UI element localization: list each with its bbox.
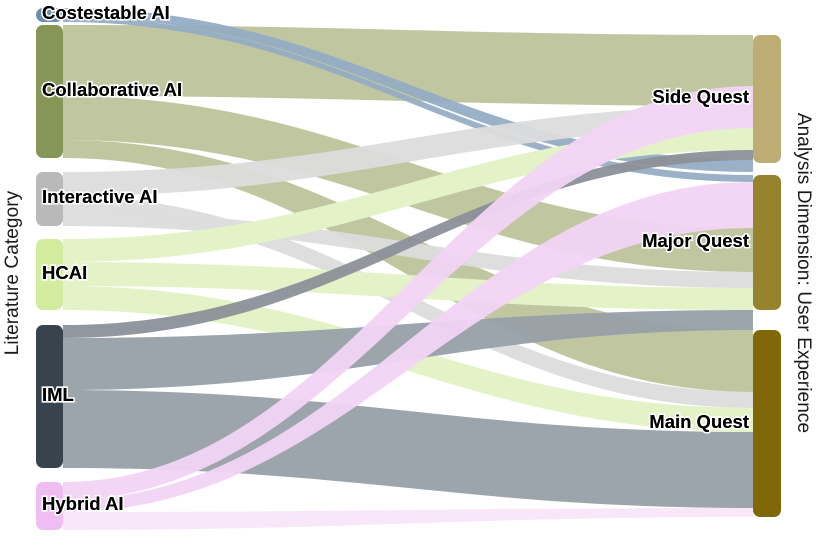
sankey-node-hybrid[interactable] xyxy=(36,482,63,530)
sankey-node-main[interactable] xyxy=(753,330,781,517)
sankey-link-costestable-main[interactable] xyxy=(63,8,753,172)
left-axis-label: Literature Category xyxy=(0,0,26,545)
node-layer xyxy=(36,8,781,530)
sankey-link-iml-main[interactable] xyxy=(63,390,753,508)
sankey-node-costestable[interactable] xyxy=(36,8,63,22)
sankey-link-hybrid-main[interactable] xyxy=(63,508,753,530)
sankey-link-interactive-side[interactable] xyxy=(63,106,753,196)
sankey-node-collaborative[interactable] xyxy=(36,25,63,158)
sankey-node-interactive[interactable] xyxy=(36,172,63,226)
sankey-node-hcai[interactable] xyxy=(36,239,63,310)
sankey-node-iml[interactable] xyxy=(36,325,63,468)
sankey-link-hybrid-major[interactable] xyxy=(63,182,753,512)
sankey-node-side[interactable] xyxy=(753,35,781,163)
sankey-link-hybrid-side[interactable] xyxy=(63,86,753,500)
right-axis-label: Analysis Dimension: User Experience xyxy=(789,0,817,545)
left-axis-label-text: Literature Category xyxy=(2,190,23,355)
sankey-node-major[interactable] xyxy=(753,175,781,310)
sankey-link-collaborative-side[interactable] xyxy=(63,25,753,106)
sankey-link-iml-side[interactable] xyxy=(63,150,753,338)
sankey-link-costestable-major[interactable] xyxy=(63,17,753,182)
ribbon-layer xyxy=(63,8,753,530)
right-axis-label-text: Analysis Dimension: User Experience xyxy=(793,112,814,433)
